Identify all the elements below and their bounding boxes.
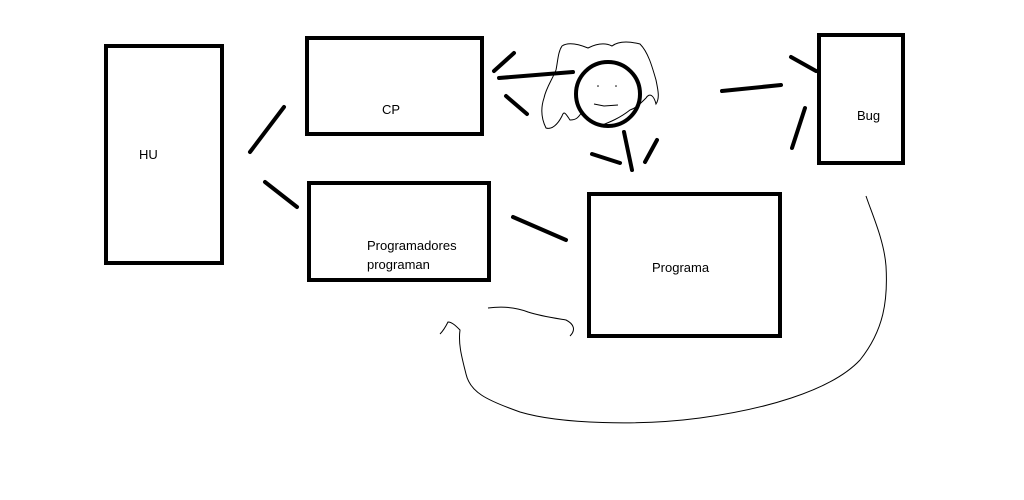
bug-label: Bug bbox=[857, 108, 881, 123]
cp-label: CP bbox=[382, 102, 401, 117]
smiley-eye-right bbox=[615, 85, 617, 87]
connector-figure-bug bbox=[720, 83, 783, 93]
feedback-loop-curve bbox=[439, 195, 887, 424]
connector-figure-programa-a bbox=[590, 152, 622, 165]
hu-box bbox=[104, 44, 224, 265]
cp-box bbox=[305, 36, 484, 136]
programadores-box bbox=[307, 181, 491, 282]
connector-hu-cp bbox=[248, 105, 286, 154]
smiley-head bbox=[574, 60, 642, 128]
connector-cp-figure-c bbox=[504, 94, 529, 116]
connector-programadores-programa bbox=[511, 215, 568, 242]
programadores-label-line2: programan bbox=[367, 257, 430, 272]
connector-cp-figure-b bbox=[497, 70, 575, 80]
connector-bug-a bbox=[789, 55, 818, 73]
figure-scribble-outline bbox=[541, 41, 659, 129]
hu-label: HU bbox=[139, 147, 158, 162]
bug-box bbox=[817, 33, 905, 165]
connectors bbox=[248, 51, 818, 242]
programa-label: Programa bbox=[652, 260, 710, 275]
smiley-eye-left bbox=[597, 85, 599, 87]
connector-figure-programa-b bbox=[622, 130, 634, 172]
smiley-face-icon bbox=[541, 41, 659, 129]
programadores-label-line1: Programadores bbox=[367, 238, 457, 253]
small-curve-stroke bbox=[487, 306, 574, 337]
connector-bug-b bbox=[790, 106, 807, 150]
connector-hu-programadores bbox=[263, 180, 299, 209]
smiley-mouth bbox=[593, 103, 619, 107]
connector-cp-figure-a bbox=[492, 51, 516, 73]
connector-figure-programa-c bbox=[643, 138, 659, 164]
programa-box bbox=[587, 192, 782, 338]
